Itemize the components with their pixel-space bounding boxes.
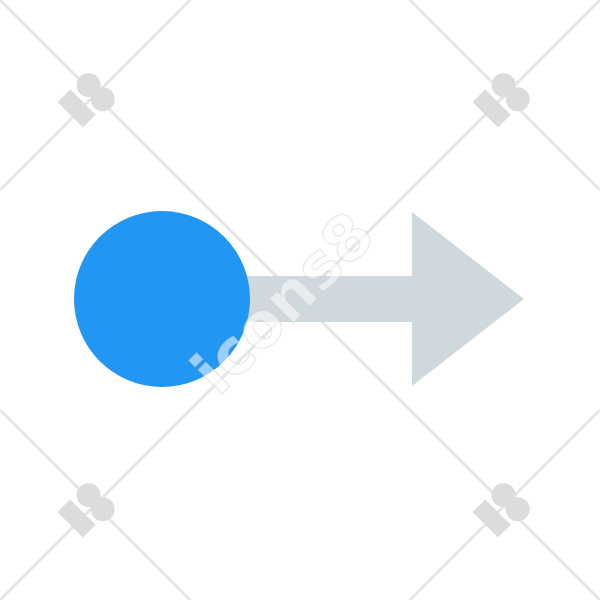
watermark-logo-top-left [57, 73, 115, 128]
watermark-logo-bottom-right [472, 483, 530, 538]
circle-icon [74, 211, 250, 387]
watermark-logo-bottom-left [57, 483, 115, 538]
arrow-icon [162, 212, 524, 386]
watermark-logo-top-right [472, 73, 530, 128]
